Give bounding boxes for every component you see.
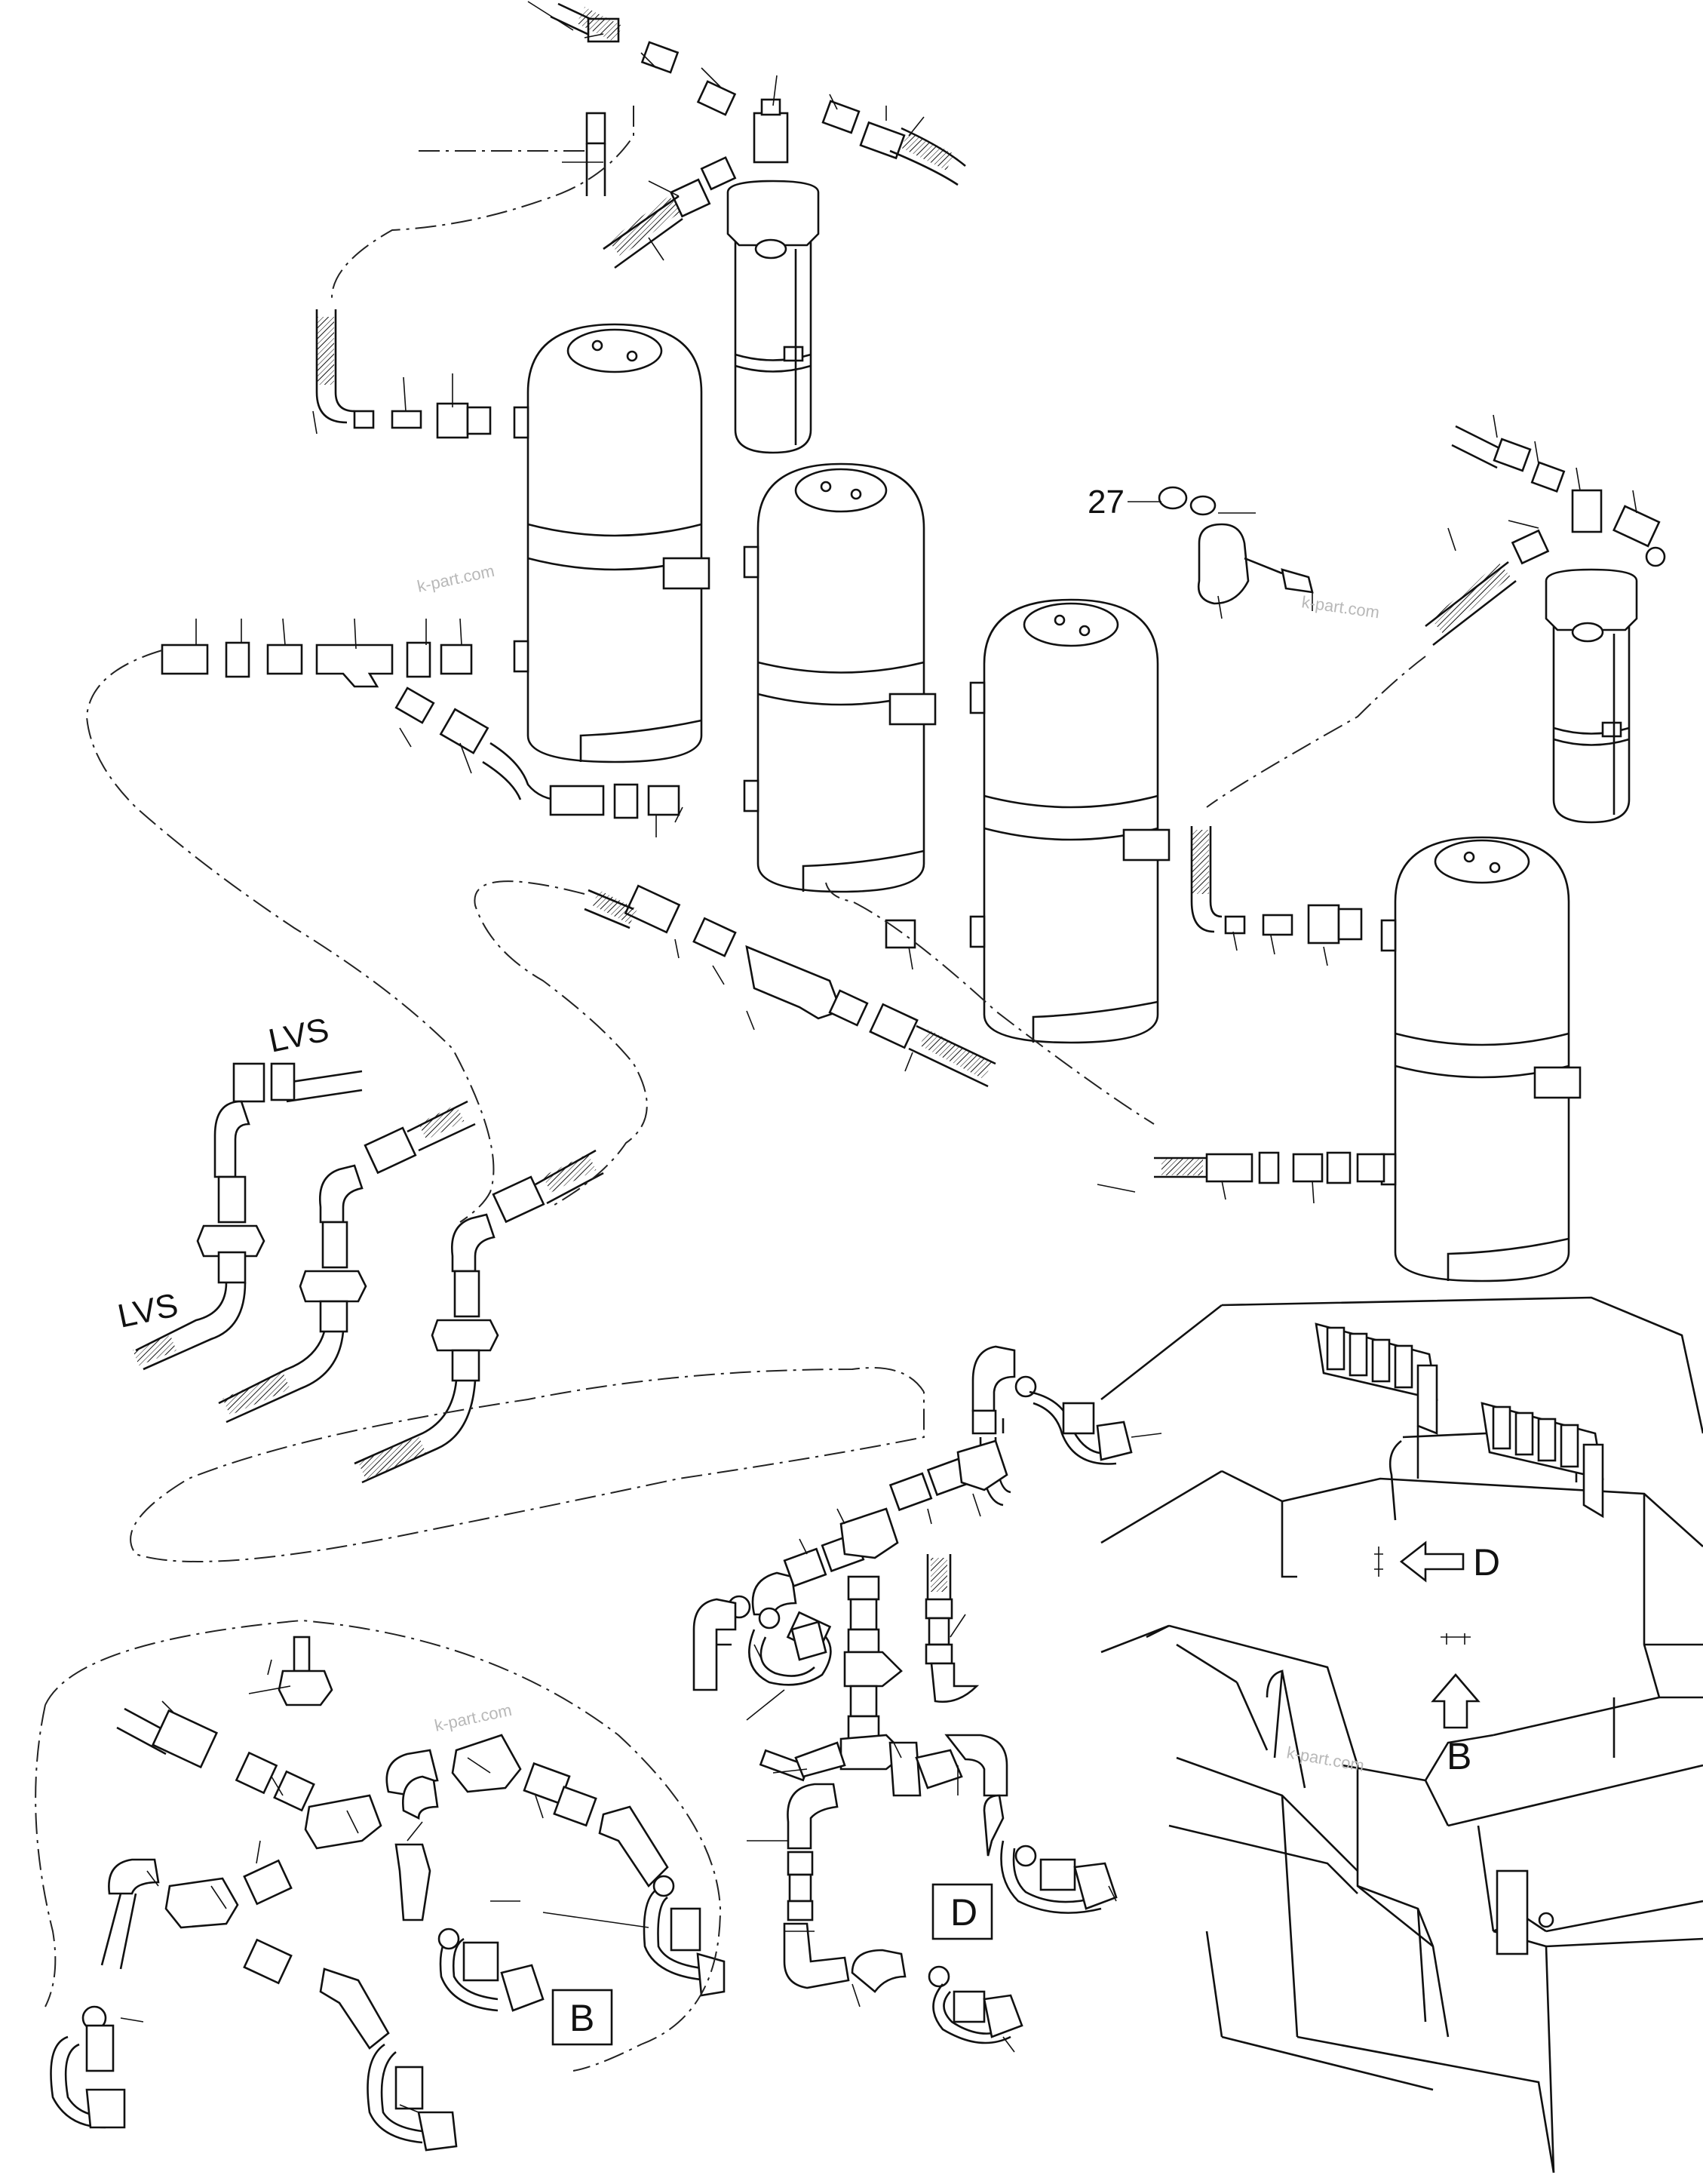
watermark-4: k-part.com [1285, 1743, 1366, 1775]
hose-group-middle [161, 641, 680, 819]
view-b-label: B [1447, 1735, 1471, 1777]
valve-block-left [1315, 1322, 1438, 1435]
route-line-top [331, 106, 634, 299]
view-d-label: D [1473, 1541, 1500, 1583]
air-tank-2 [743, 462, 937, 893]
watermark-2: k-part.com [1300, 592, 1380, 622]
elbow-group-lvs [132, 1062, 363, 1371]
route-line-lower [130, 1367, 925, 1562]
part-number-27: 27 [1088, 484, 1125, 521]
route-line-right [825, 882, 1155, 1125]
detail-b-box [551, 1989, 613, 2046]
lvs-label-bottom: LVS [115, 1286, 181, 1335]
detail-d-box-label: D [950, 1891, 977, 1934]
leader-lines [120, 1, 1637, 2113]
clip-assembly [1158, 486, 1314, 605]
air-tank-1 [513, 323, 710, 763]
filter-canister-right [1545, 568, 1638, 824]
hose-group-top [550, 2, 966, 269]
detail-b-box-label: B [569, 1997, 594, 2039]
lvs-label-top: LVS [265, 1011, 332, 1060]
filter-canister-top [726, 180, 820, 454]
view-b-arrow [1431, 1633, 1481, 1729]
hose-group-right-center [584, 884, 996, 1088]
watermark-1: k-part.com [416, 561, 496, 596]
detail-d-group [692, 1345, 1133, 2044]
route-line-detail-b [44, 1619, 722, 2072]
air-tank-3 [969, 598, 1171, 1044]
truck-chassis [1100, 1296, 1703, 2173]
detail-b-group [50, 1636, 726, 2152]
route-line-tank4 [1206, 656, 1426, 808]
hose-group-left-top [315, 309, 492, 439]
hose-group-lower-right [1154, 1151, 1385, 1184]
hose-group-right-upper [1190, 425, 1666, 945]
route-line-center [474, 880, 648, 1208]
route-line-left [85, 650, 495, 1223]
view-d-arrow [1374, 1540, 1465, 1583]
elbow-group-center [218, 1100, 604, 1484]
route-line-detail-b-left [35, 1704, 57, 2007]
watermark-3: k-part.com [433, 1700, 514, 1735]
detail-d-box [931, 1883, 993, 1940]
valve-block-right [1481, 1402, 1604, 1519]
air-tank-4 [1380, 836, 1582, 1282]
